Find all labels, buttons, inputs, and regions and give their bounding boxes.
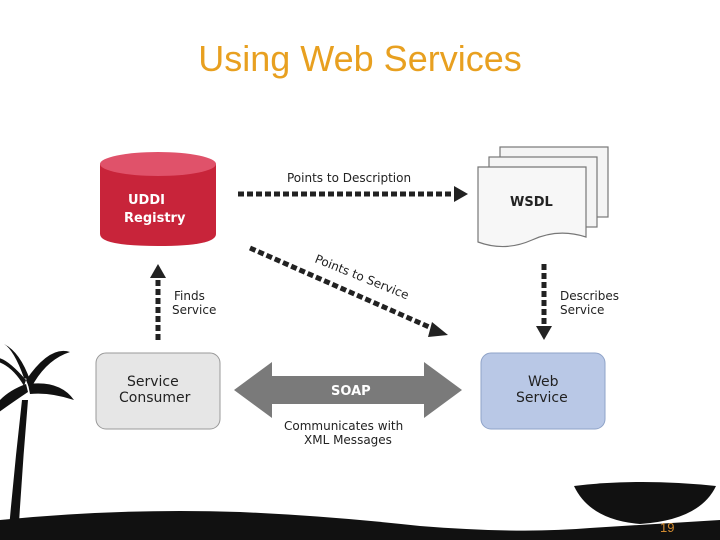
uddi-registry-node: UDDI Registry: [100, 152, 216, 246]
soap-label: SOAP: [331, 384, 371, 399]
finds-service-edge: Finds Service: [150, 264, 216, 340]
consumer-label-line1: Service: [127, 374, 179, 390]
points-to-description-label: Points to Description: [287, 171, 411, 185]
palm-tree-decoration: [0, 344, 74, 540]
page-number: 19: [660, 520, 675, 535]
soap-edge: SOAP Communicates with XML Messages: [234, 362, 462, 447]
wsdl-node: WSDL: [477, 146, 609, 248]
communicates-label-line1: Communicates with: [284, 419, 403, 433]
communicates-label-line2: XML Messages: [304, 433, 392, 447]
consumer-label-line2: Consumer: [119, 390, 191, 406]
finds-service-label-line2: Service: [172, 303, 216, 317]
describes-service-edge: Describes Service: [536, 264, 619, 340]
service-consumer-node: Service Consumer: [95, 352, 221, 430]
uddi-label-line1: UDDI: [128, 193, 165, 208]
uddi-label-line2: Registry: [124, 211, 186, 226]
web-service-label-line2: Service: [516, 390, 568, 406]
points-to-service-edge: Points to Service: [248, 245, 448, 337]
web-service-node: Web Service: [480, 352, 606, 430]
wsdl-label: WSDL: [510, 195, 553, 210]
describes-service-label-line1: Describes: [560, 289, 619, 303]
describes-service-label-line2: Service: [560, 303, 604, 317]
web-service-label-line1: Web: [528, 374, 559, 390]
shoreline-decoration: [0, 482, 720, 540]
finds-service-label-line1: Finds: [174, 289, 205, 303]
slide-title: Using Web Services: [198, 38, 522, 79]
points-to-description-edge: Points to Description: [238, 171, 468, 202]
